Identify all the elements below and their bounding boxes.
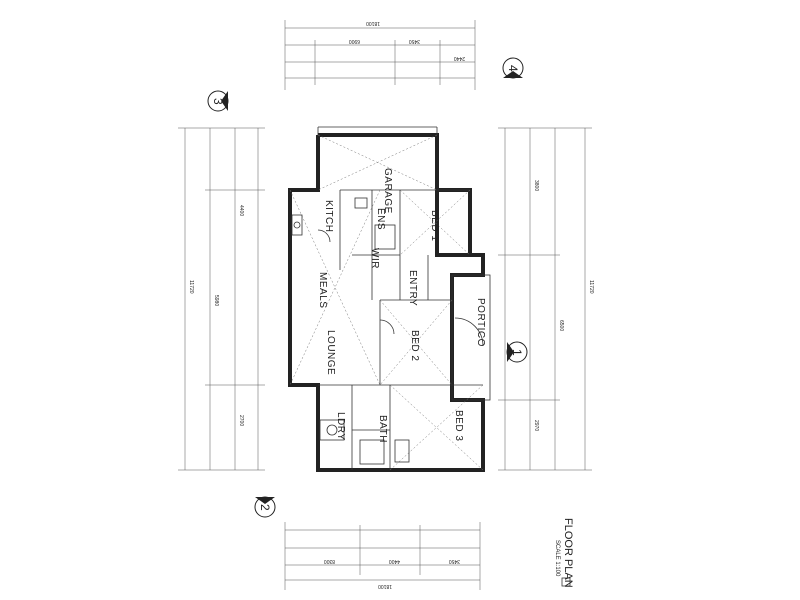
internal-walls	[318, 189, 483, 470]
room-ldry-label: LDRY	[335, 412, 346, 441]
dim-top-total: 18100	[366, 20, 380, 26]
dim-bottom-c: 3450	[449, 558, 460, 564]
dim-left-b: 4400	[238, 205, 244, 216]
bottom-dimensions: 18100 8300 4400 3450	[284, 522, 481, 590]
dim-right-c: 2970	[533, 420, 539, 431]
drawing-scale: SCALE 1:100	[554, 540, 560, 577]
dim-left-a: 5980	[213, 295, 219, 306]
elevation-marker-4-label: 4	[506, 65, 520, 72]
elevation-marker-1-label: 1	[510, 349, 524, 356]
room-labels: GARAGE KITCH MEALS LOUNGE BED 1 BED 2 BE…	[317, 168, 486, 443]
top-dimensions: 18100 6900 3450 2440	[284, 20, 476, 90]
elevation-marker-1: 1	[506, 341, 528, 363]
elevation-marker-3-label: 3	[211, 98, 225, 105]
elevation-marker-2-label: 2	[258, 504, 272, 511]
dim-bottom-a: 8300	[324, 558, 335, 564]
elevation-marker-4: 4	[502, 57, 524, 79]
dim-right-total: 11720	[588, 280, 594, 294]
room-bath-label: BATH	[377, 415, 388, 443]
room-bed1-label: BED 1	[429, 210, 440, 241]
elevation-marker-3: 3	[207, 90, 229, 112]
dim-top-a: 6900	[349, 38, 360, 44]
room-garage-label: GARAGE	[382, 168, 393, 214]
room-lounge-label: LOUNGE	[325, 330, 336, 375]
drawing-title: FLOOR PLAN	[562, 518, 574, 588]
room-diagonals	[289, 134, 484, 471]
room-wir-label: WIR	[369, 248, 380, 269]
dim-right-a: 6500	[558, 320, 564, 331]
room-portico-label: PORTICO	[475, 298, 486, 347]
dim-bottom-total: 18100	[378, 583, 392, 589]
left-dimensions: 11720 5980 4400 2700	[178, 127, 265, 471]
dim-top-b: 3450	[409, 38, 420, 44]
room-kitchen-label: KITCH	[323, 200, 334, 233]
room-ens-label: ENS	[375, 208, 386, 230]
room-meals-label: MEALS	[317, 272, 328, 308]
fixtures	[291, 197, 484, 465]
dim-bottom-b: 4400	[389, 558, 400, 564]
dim-left-c: 2700	[238, 415, 244, 426]
dim-top-c: 2440	[454, 55, 465, 61]
title-block: FLOOR PLAN SCALE 1:100	[554, 518, 574, 588]
room-bed2-label: BED 2	[409, 330, 420, 361]
dim-left-total: 11720	[188, 280, 194, 294]
right-dimensions: 11720 6500 3800 2970	[498, 127, 594, 471]
room-entry-label: ENTRY	[407, 270, 418, 306]
elevation-marker-2: 2	[254, 496, 276, 518]
dim-right-b: 3800	[533, 180, 539, 191]
room-bed3-label: BED 3	[453, 410, 464, 441]
